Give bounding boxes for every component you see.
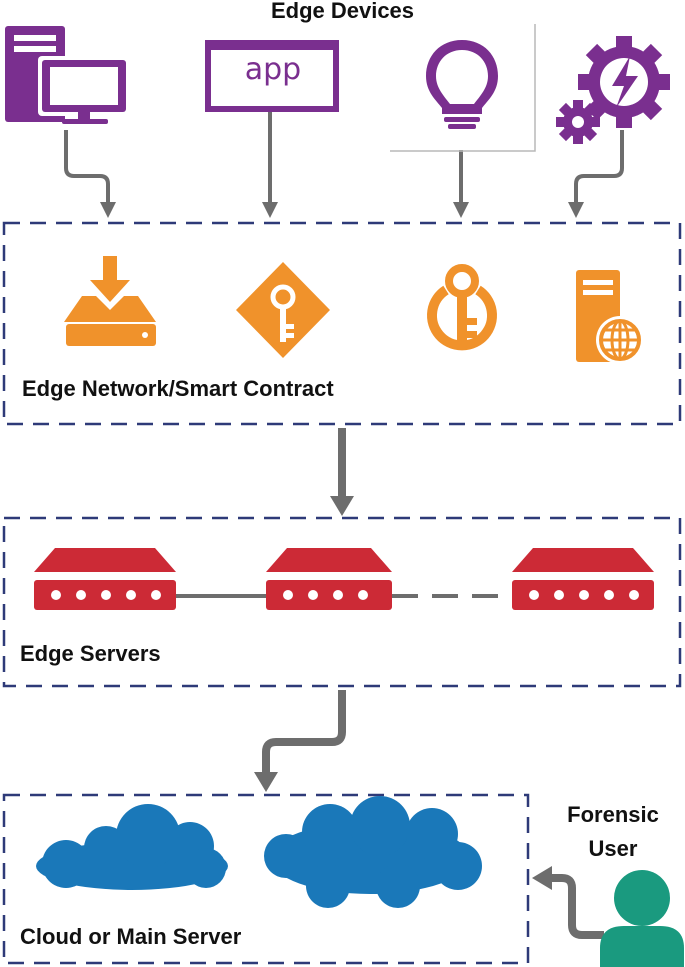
cloud-layer-box xyxy=(2,793,530,965)
arrow-user-to-cloud-head xyxy=(532,866,552,890)
app-window-icon xyxy=(205,40,339,112)
lightbulb-icon xyxy=(426,40,498,129)
forensic-user-label: Forensic User xyxy=(567,802,659,861)
desktop-computer-icon xyxy=(5,26,130,124)
arrow-servers-to-cloud-head xyxy=(254,772,278,792)
key-diamond-icon xyxy=(236,262,330,358)
router-icon xyxy=(266,548,392,610)
router-icon xyxy=(512,548,654,610)
arrow-servers-to-cloud xyxy=(262,690,346,774)
key-power-icon xyxy=(427,264,497,351)
diagram-title: Edge Devices xyxy=(270,0,415,23)
device-panel-frame xyxy=(390,24,536,152)
cloud-icon xyxy=(264,796,482,908)
arrow-gears-to-network xyxy=(568,130,624,218)
web-server-icon xyxy=(576,270,644,364)
network-layer-box xyxy=(2,221,682,426)
arrow-network-to-servers-head xyxy=(330,496,354,516)
servers-layer-box xyxy=(2,516,682,688)
cloud-layer-label: Cloud or Main Server xyxy=(20,924,242,949)
app-icon-label: app xyxy=(244,52,302,87)
arrow-user-to-cloud xyxy=(548,874,604,939)
servers-layer-label: Edge Servers xyxy=(20,641,161,666)
arrow-desktop-to-network xyxy=(64,130,116,218)
cloud-icon xyxy=(36,804,228,890)
gears-icon xyxy=(556,36,670,144)
network-layer-label: Edge Network/Smart Contract xyxy=(22,376,334,401)
router-icon xyxy=(34,548,176,610)
user-icon xyxy=(600,870,684,967)
download-drive-icon xyxy=(64,256,156,346)
